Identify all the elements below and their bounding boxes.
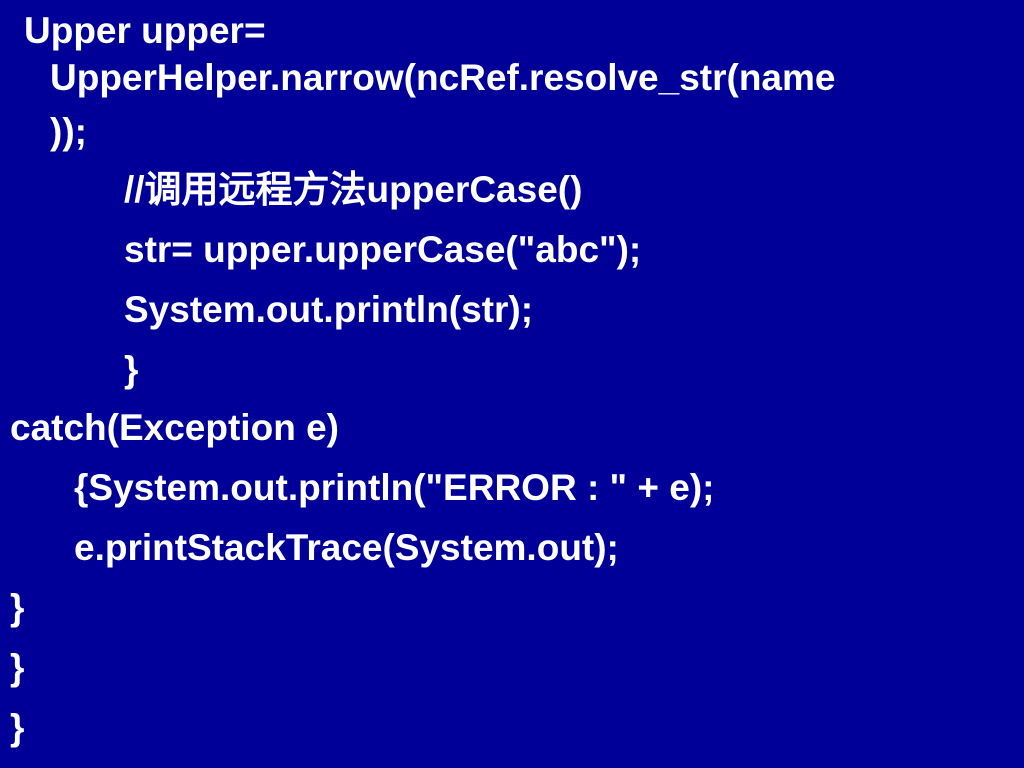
code-line-7-close-brace: }	[124, 349, 139, 390]
code-line-3: ));	[50, 111, 87, 152]
code-line-13-close-brace: }	[10, 707, 25, 748]
code-line-11-close-brace: }	[10, 587, 25, 628]
code-line-1: Upper upper=	[24, 10, 266, 51]
code-line-5: str= upper.upperCase("abc");	[124, 229, 642, 270]
code-line-6: System.out.println(str);	[124, 289, 534, 330]
code-line-12-close-brace: }	[10, 647, 25, 688]
code-line-10: e.printStackTrace(System.out);	[74, 527, 619, 568]
code-line-4-comment: //调用远程方法upperCase()	[124, 169, 583, 210]
code-line-9: {System.out.println("ERROR : " + e);	[74, 467, 715, 508]
code-line-2: UpperHelper.narrow(ncRef.resolve_str(nam…	[50, 57, 836, 98]
code-line-8-catch: catch(Exception e)	[10, 407, 339, 448]
